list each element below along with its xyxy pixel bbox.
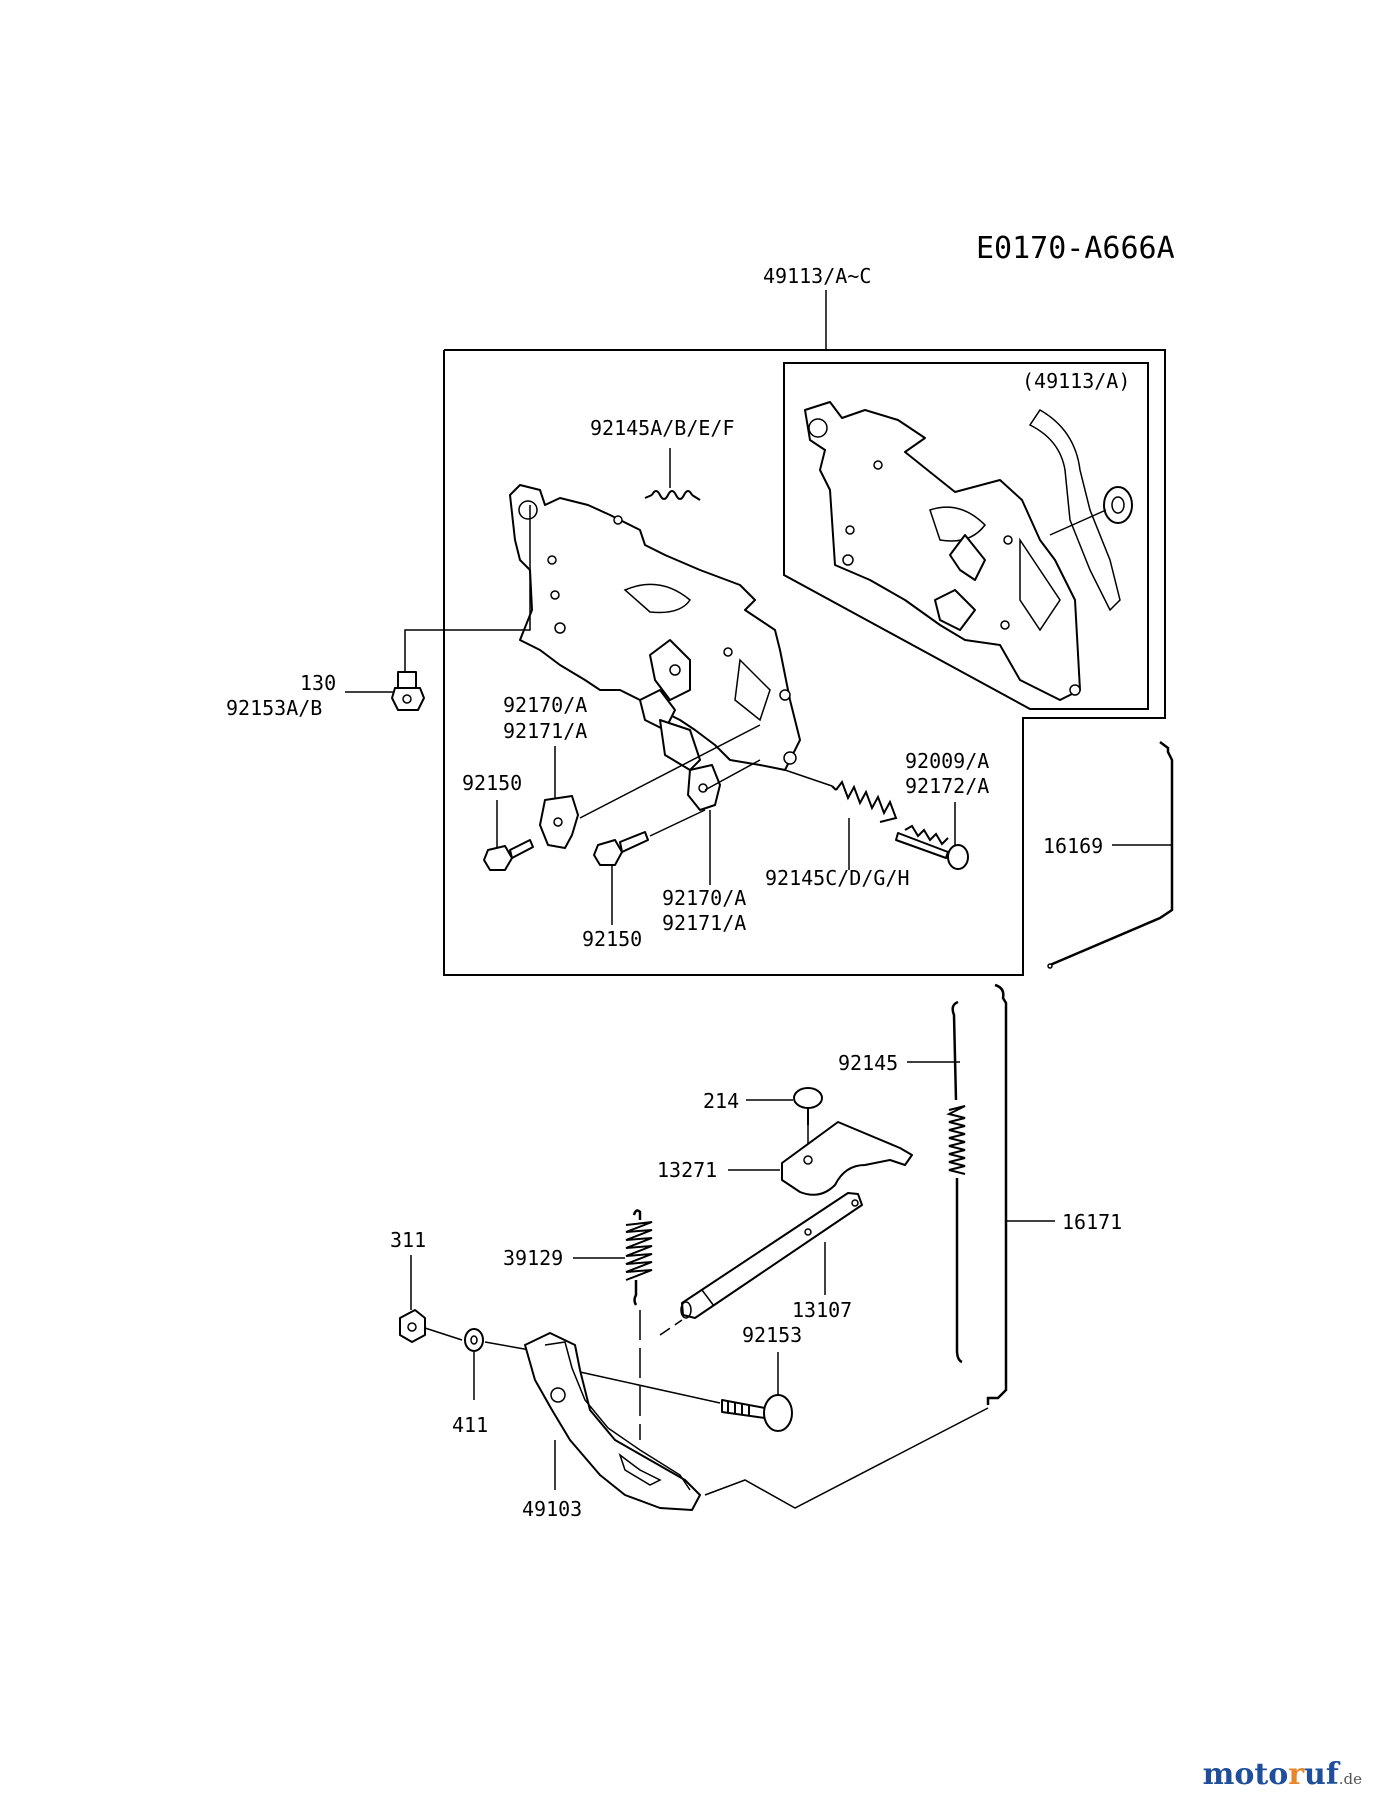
spring-92145 (946, 1000, 966, 1364)
label-pin-92153: 92153 (742, 1323, 802, 1347)
screw-mid (593, 831, 649, 866)
diagram-code: E0170-A666A (976, 231, 1175, 266)
label-spring-mid: 92145C/D/G/H (765, 866, 910, 890)
label-screw-right-a: 92009/A (905, 749, 989, 773)
label-screw-mid: 92150 (582, 927, 642, 951)
label-nut-311: 311 (390, 1228, 426, 1252)
label-washer-411: 411 (452, 1413, 488, 1437)
label-shaft-13107: 13107 (792, 1298, 852, 1322)
lever-49103 (524, 1332, 701, 1511)
label-plate-13271: 13271 (657, 1158, 717, 1182)
label-spring-92145: 92145 (838, 1051, 898, 1075)
label-rod-16169: 16169 (1043, 834, 1103, 858)
label-clip-upper-b: 92171/A (503, 719, 587, 743)
label-assembly: 49113/A~C (763, 264, 871, 288)
clip-lower (687, 764, 721, 811)
spring-top (644, 490, 701, 501)
label-spring-39129: 39129 (503, 1246, 563, 1270)
label-screw-right-b: 92172/A (905, 774, 989, 798)
label-clip-upper-a: 92170/A (503, 693, 587, 717)
shaft-13107 (680, 1192, 863, 1319)
label-bolt-214: 214 (703, 1089, 739, 1113)
bolt-214 (793, 1087, 823, 1125)
main-bracket-drawing (509, 484, 801, 771)
label-lever-49103: 49103 (522, 1497, 582, 1521)
label-clip-lower-a: 92170/A (662, 886, 746, 910)
spring-mid (831, 779, 898, 823)
plate-13271 (781, 1121, 913, 1196)
label-screw-left: 92150 (462, 771, 522, 795)
label-inset: (49113/A) (1022, 369, 1130, 393)
clip-upper (539, 795, 579, 849)
screw-left (483, 839, 534, 871)
watermark-logo: motoruf.de (1202, 1757, 1362, 1792)
washer-411 (464, 1328, 484, 1352)
inset-bracket-drawing (804, 401, 1133, 701)
label-spring-top: 92145A/B/E/F (590, 416, 735, 440)
rod-16171 (986, 983, 1008, 1405)
nut-311 (399, 1309, 426, 1343)
assembly-frame (443, 349, 1166, 976)
screw-right (895, 824, 969, 870)
inset-frame (783, 362, 1149, 710)
pin-92153 (721, 1394, 793, 1432)
bolt-130 (391, 671, 425, 711)
spring-39129 (625, 1209, 653, 1306)
label-rod-16171: 16171 (1062, 1210, 1122, 1234)
label-bolt-92153ab: 92153A/B (226, 696, 322, 720)
label-clip-lower-b: 92171/A (662, 911, 746, 935)
rod-16169 (1047, 741, 1174, 969)
label-bolt-130: 130 (300, 671, 336, 695)
